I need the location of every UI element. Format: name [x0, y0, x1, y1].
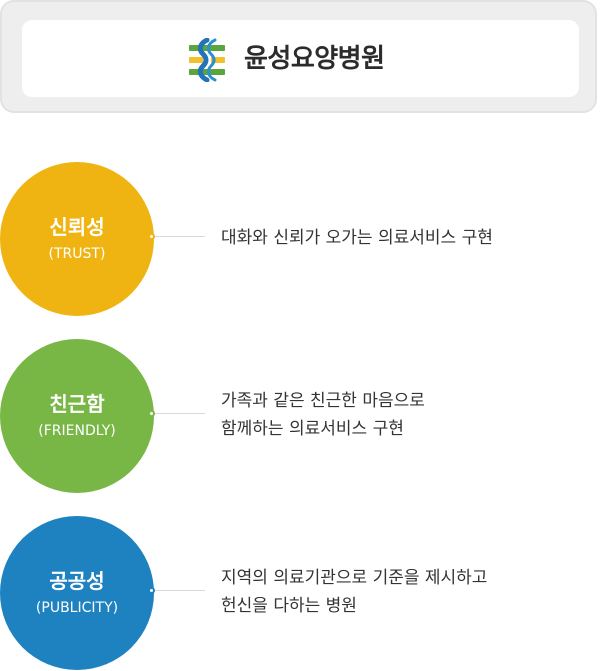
value-circle-friendly: 친근함 (FRIENDLY): [0, 339, 154, 493]
value-row-publicity: 공공성 (PUBLICITY) 지역의 의료기관으로 기준을 제시하고 헌신을 …: [0, 516, 601, 670]
connector-dot: [148, 587, 155, 594]
value-subtitle: (PUBLICITY): [35, 600, 119, 616]
description-line: 대화와 신뢰가 오가는 의료서비스 구현: [221, 228, 493, 248]
value-row-friendly: 친근함 (FRIENDLY) 가족과 같은 친근한 마음으로 함께하는 의료서비…: [0, 339, 601, 493]
connector-line: [155, 236, 205, 237]
connector-line: [155, 590, 205, 591]
value-description: 가족과 같은 친근한 마음으로 함께하는 의료서비스 구현: [221, 387, 425, 443]
header-card: 윤성요양병원: [0, 0, 597, 113]
hospital-logo-icon: [189, 38, 225, 82]
hospital-name: 윤성요양병원: [244, 44, 385, 74]
value-title: 공공성: [49, 569, 105, 593]
description-line: 헌신을 다하는 병원: [221, 596, 357, 616]
value-row-trust: 신뢰성 (TRUST) 대화와 신뢰가 오가는 의료서비스 구현: [0, 162, 601, 316]
value-title: 신뢰성: [49, 215, 105, 239]
value-subtitle: (FRIENDLY): [38, 423, 116, 439]
value-description: 대화와 신뢰가 오가는 의료서비스 구현: [221, 224, 493, 252]
value-circle-publicity: 공공성 (PUBLICITY): [0, 516, 154, 670]
description-line: 지역의 의료기관으로 기준을 제시하고: [221, 568, 488, 588]
description-line: 가족과 같은 친근한 마음으로: [221, 391, 425, 411]
description-line: 함께하는 의료서비스 구현: [221, 419, 404, 439]
value-circle-trust: 신뢰성 (TRUST): [0, 162, 154, 316]
connector-line: [155, 413, 205, 414]
header-inner-panel: 윤성요양병원: [22, 20, 579, 97]
value-description: 지역의 의료기관으로 기준을 제시하고 헌신을 다하는 병원: [221, 564, 487, 620]
connector-dot: [148, 233, 155, 240]
value-subtitle: (TRUST): [48, 246, 106, 262]
connector-dot: [148, 410, 155, 417]
value-title: 친근함: [49, 392, 105, 416]
